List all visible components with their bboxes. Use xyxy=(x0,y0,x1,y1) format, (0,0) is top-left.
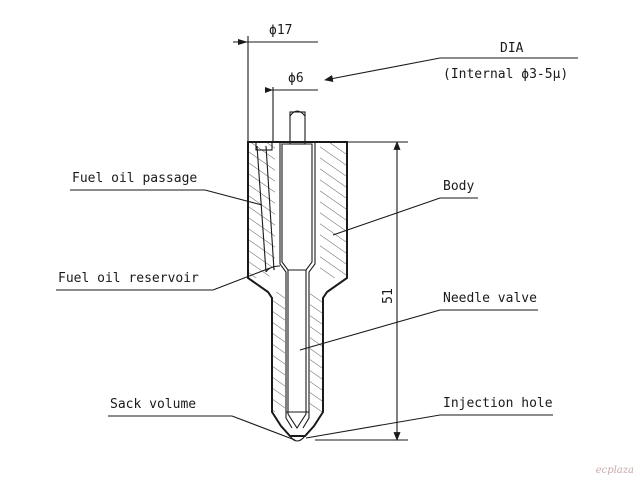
needle-diameter-label: ϕ6 xyxy=(288,71,304,86)
label-fuel-oil-passage: Fuel oil passage xyxy=(70,171,263,206)
fuel-oil-reservoir xyxy=(265,265,281,273)
dia-callout: DIA (Internal ϕ3-5μ) xyxy=(324,41,578,82)
label-fuel-oil-reservoir: Fuel oil reservoir xyxy=(56,267,271,291)
svg-text:Body: Body xyxy=(443,179,474,194)
fuel-oil-passage xyxy=(255,141,275,273)
svg-text:Sack volume: Sack volume xyxy=(110,397,196,412)
svg-text:Needle valve: Needle valve xyxy=(443,291,537,306)
svg-text:Injection hole: Injection hole xyxy=(443,396,553,411)
svg-text:Fuel oil reservoir: Fuel oil reservoir xyxy=(58,271,199,286)
length-label: 51 xyxy=(381,288,396,304)
dimension-needle-diameter: ϕ6 xyxy=(265,71,318,142)
nozzle-body xyxy=(247,110,348,442)
label-body: Body xyxy=(332,179,478,236)
watermark: ecplaza xyxy=(595,465,634,476)
dia-label: DIA xyxy=(500,41,524,56)
outer-diameter-label: ϕ17 xyxy=(269,23,292,38)
label-sack-volume: Sack volume xyxy=(108,397,296,441)
sack-volume xyxy=(289,435,306,442)
dimension-outer-diameter: ϕ17 xyxy=(233,23,318,142)
needle-valve xyxy=(281,110,313,430)
label-injection-hole: Injection hole xyxy=(305,396,553,439)
svg-text:Fuel oil passage: Fuel oil passage xyxy=(72,171,197,186)
dimension-length: 51 xyxy=(315,141,408,441)
dia-note: (Internal ϕ3-5μ) xyxy=(443,67,568,82)
label-needle-valve: Needle valve xyxy=(299,291,538,351)
